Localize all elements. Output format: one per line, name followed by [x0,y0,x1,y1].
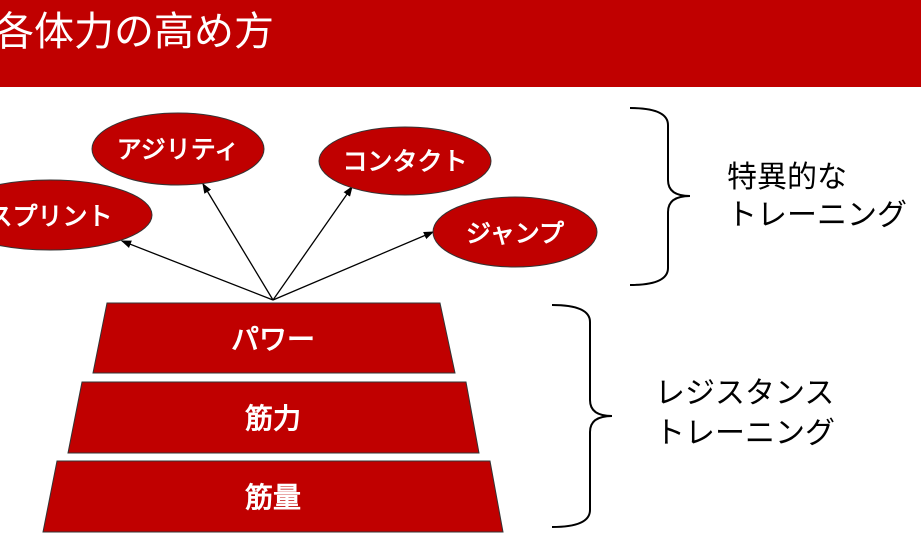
group-specific-line1: 特異的な [727,160,847,195]
skill-label: アジリティ [117,135,240,164]
brace-specific [629,107,691,286]
group-resistance-line1: レジスタンス [655,376,834,411]
skill-agility: アジリティ [91,112,265,186]
skill-label: コンタクト [342,147,467,176]
title-bar [0,0,921,87]
arrow-agility [202,182,274,301]
page-title: 各体力の高め方 [0,9,274,55]
skill-label: ジャンプ [466,219,565,248]
pyramid-label: 筋量 [245,481,301,514]
arrow-jump [272,231,435,301]
brace-resistance [551,304,613,528]
pyramid-power: パワー [92,302,456,374]
skill-sprint: スプリント [0,179,153,251]
pyramid-mass: 筋量 [42,460,504,533]
pyramid-strength: 筋力 [67,381,480,454]
arrows [120,182,435,301]
arrow-contact [272,185,353,301]
group-resistance-line2: トレーニング [655,416,835,451]
pyramid-label: パワー [231,323,315,356]
arrow-sprint [120,240,274,301]
skill-contact: コンタクト [318,126,492,196]
group-specific-line2: トレーニング [727,198,907,233]
skill-jump: ジャンプ [432,196,598,268]
pyramid-label: 筋力 [245,402,301,435]
skill-label: スプリント [0,202,113,231]
